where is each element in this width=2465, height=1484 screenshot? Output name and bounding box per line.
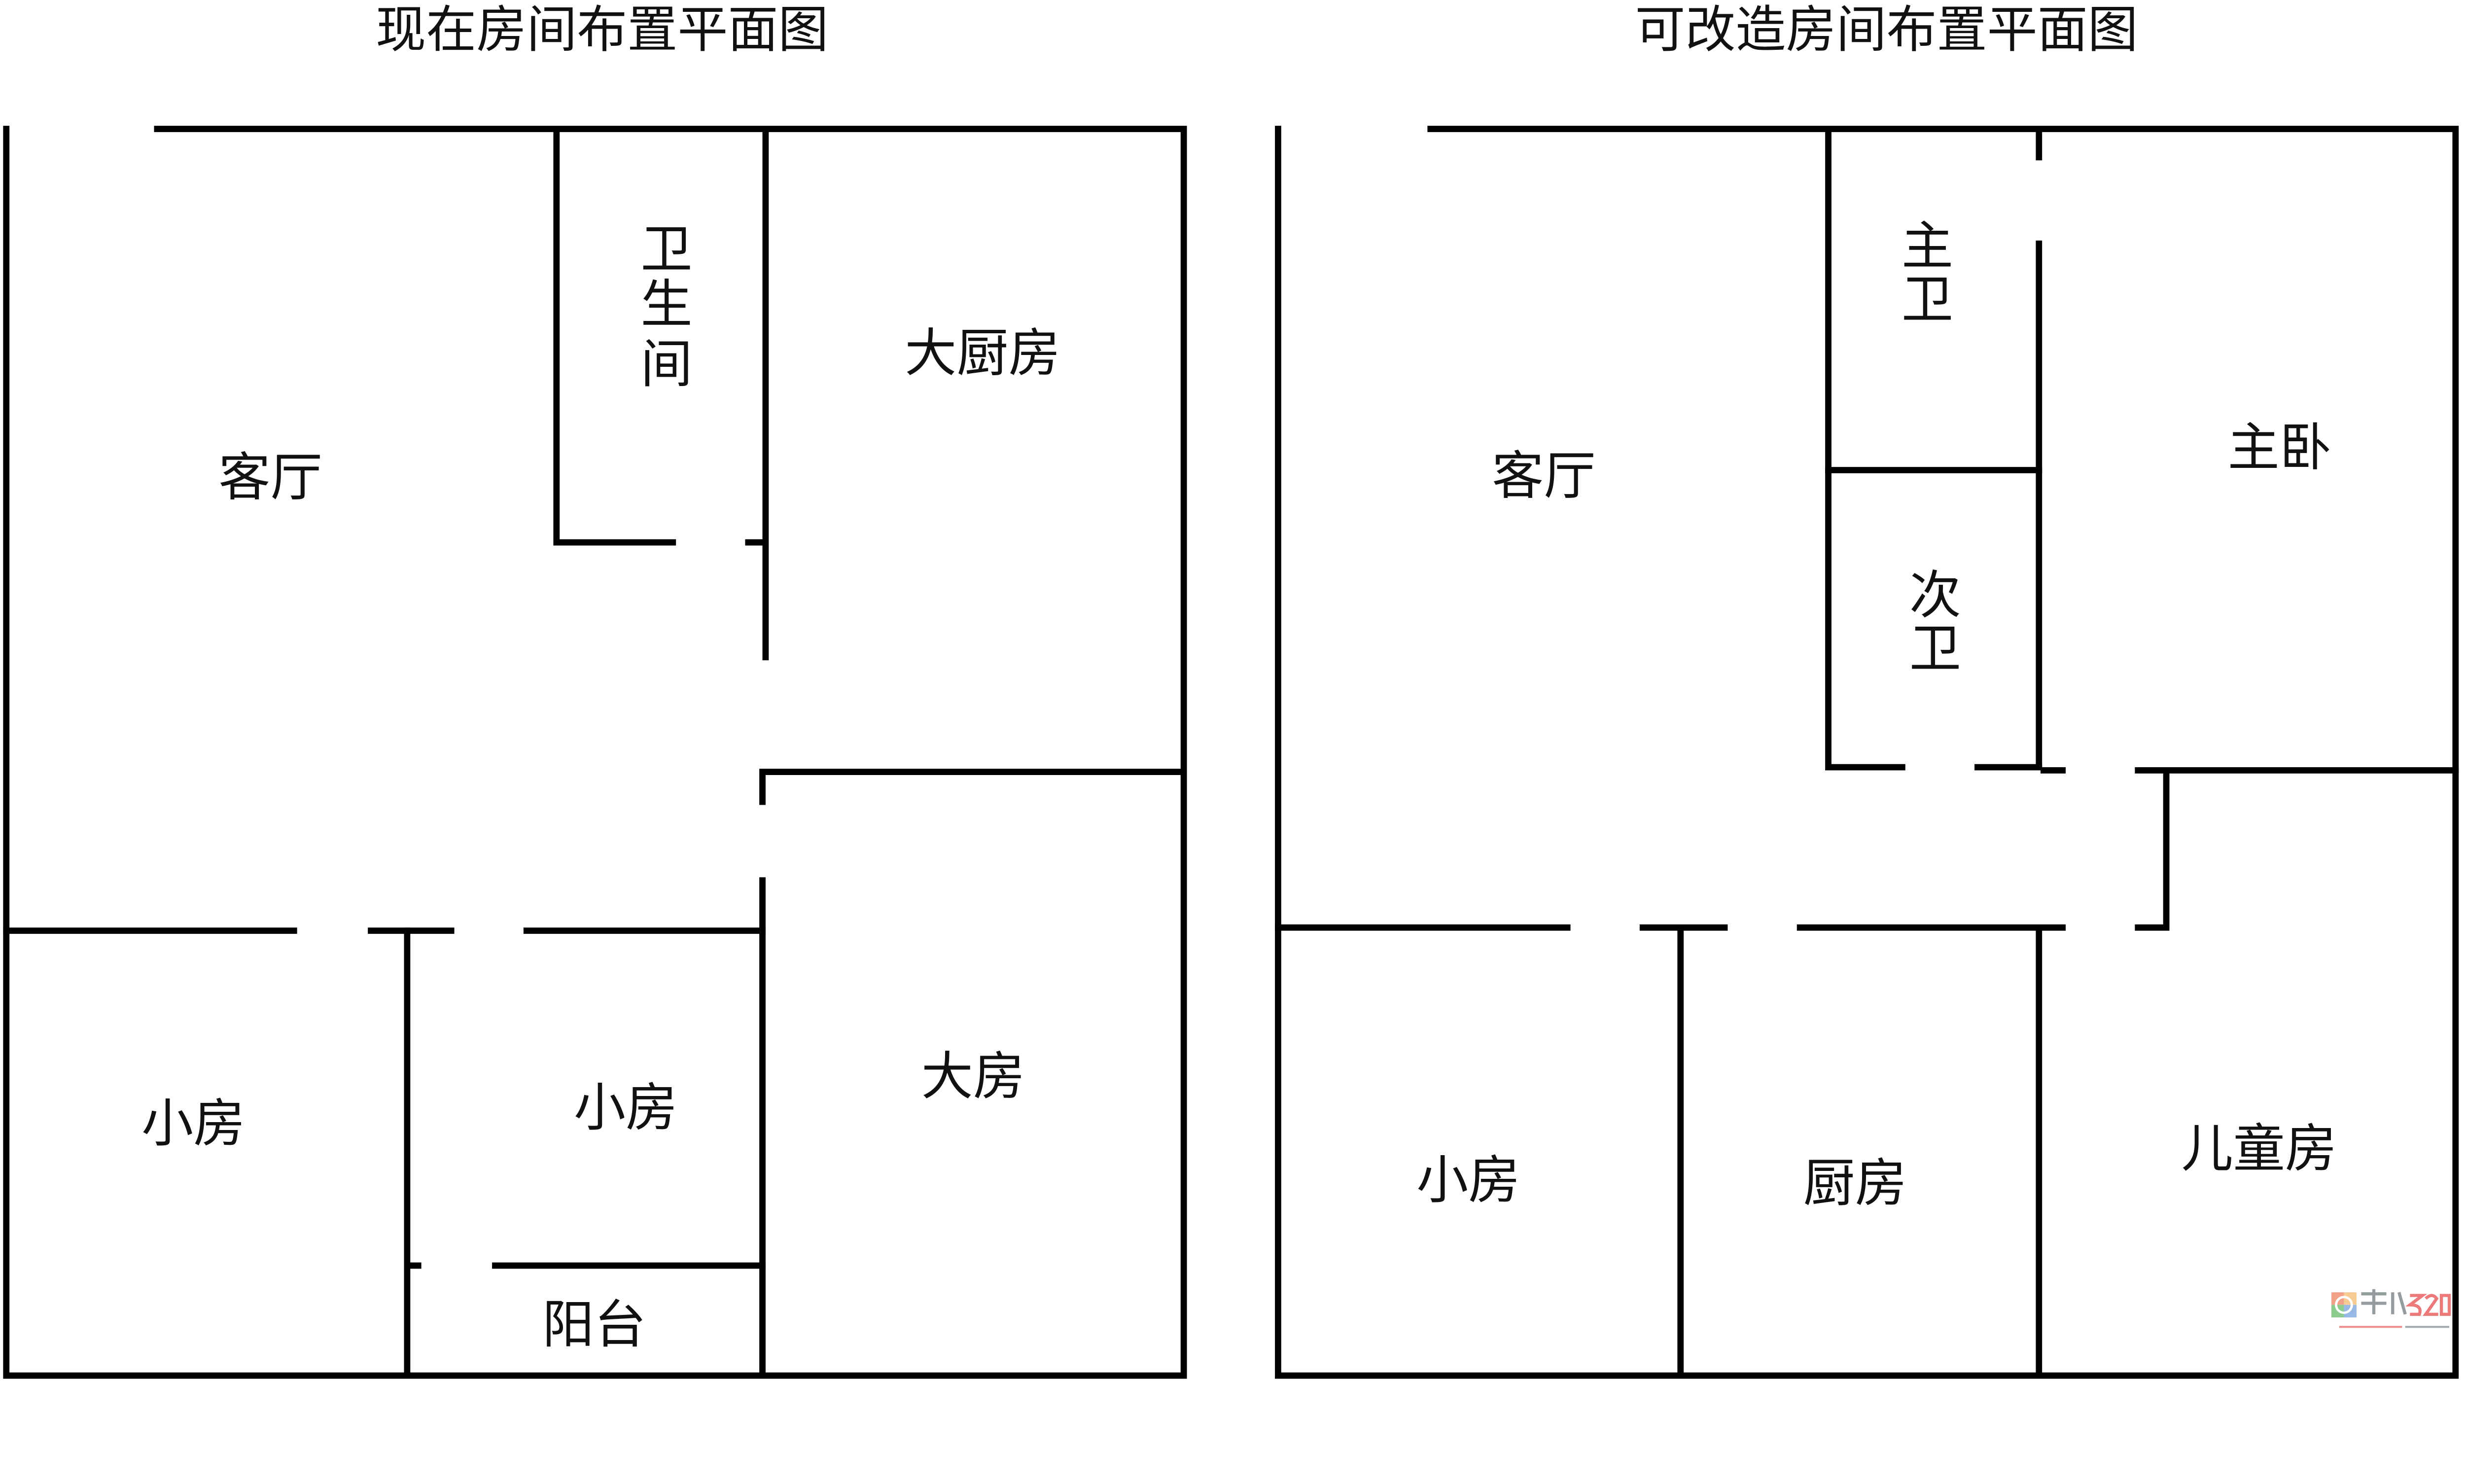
room-kids-room: 儿童房 bbox=[2181, 1118, 2337, 1179]
room-balcony: 阳台 bbox=[542, 1294, 646, 1355]
room-small-room-2: 小房 bbox=[574, 1077, 677, 1138]
room-bathroom-char-3: 间 bbox=[640, 334, 692, 394]
room-living-room: 客厅 bbox=[1492, 445, 1595, 506]
room-master-bath-char-2: 卫 bbox=[1902, 269, 1953, 330]
room-small-room-1: 小房 bbox=[141, 1093, 245, 1154]
walls bbox=[1275, 126, 2459, 1379]
room-living-room: 客厅 bbox=[218, 447, 322, 507]
room-kitchen: 厨房 bbox=[1803, 1153, 1907, 1213]
floor-plans: 现在房间布置平面图 客厅 卫 生 间 大厨房 小房 小房 大房 阳台 可改造房间… bbox=[3, 1, 2459, 1379]
room-small-room: 小房 bbox=[1416, 1150, 1520, 1210]
renovated-floor-plan: 可改造房间布置平面图 客厅 主 卫 次 卫 主卧 小房 厨房 儿童房 bbox=[1275, 1, 2459, 1379]
room-big-room: 大房 bbox=[921, 1046, 1025, 1106]
watermark-logo bbox=[2331, 1289, 2451, 1328]
current-floor-plan: 现在房间布置平面图 客厅 卫 生 间 大厨房 小房 小房 大房 阳台 bbox=[3, 1, 1187, 1379]
renovated-plan-title: 可改造房间布置平面图 bbox=[1635, 1, 2138, 60]
room-second-bath-char-1: 次 bbox=[1909, 565, 1961, 626]
room-master-bedroom: 主卧 bbox=[2227, 417, 2331, 478]
room-bathroom-char-2: 生 bbox=[640, 274, 692, 335]
room-bathroom-char-1: 卫 bbox=[640, 219, 692, 280]
room-big-kitchen: 大厨房 bbox=[905, 323, 1060, 384]
current-plan-title: 现在房间布置平面图 bbox=[376, 1, 828, 60]
room-second-bath-char-2: 卫 bbox=[1909, 618, 1961, 679]
room-master-bath-char-1: 主 bbox=[1902, 216, 1953, 277]
walls bbox=[3, 126, 1187, 1379]
